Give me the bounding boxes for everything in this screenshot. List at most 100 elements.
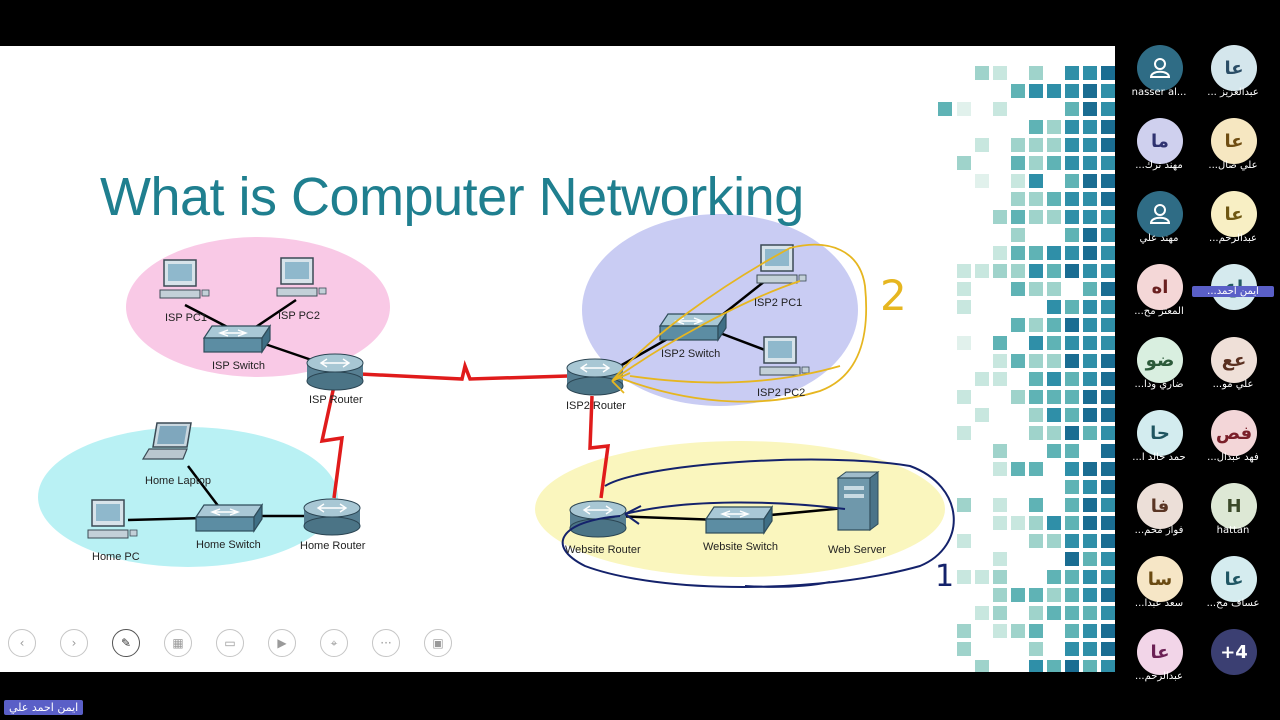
laser-pointer-button[interactable]: ⌖ [320,629,348,657]
previous-slide-button[interactable]: ‹ [8,629,36,657]
label-website-switch: Website Switch [703,541,778,553]
participant-tile[interactable]: عا...عبدالرحم [1122,627,1196,699]
lan-link [759,506,846,518]
isp-router-icon [306,353,364,391]
participant-name: مهند علي [1139,233,1179,244]
avatar: عا [1211,556,1257,602]
label-isp2-pc1: ISP2 PC1 [754,297,803,309]
participant-tile[interactable]: عا... عبدالعزيز [1196,43,1270,115]
isp-pc1-icon [159,259,210,299]
isp-pc2-icon [276,257,327,297]
participant-tile[interactable]: عا...عساف مح [1196,554,1270,626]
label-home-pc: Home PC [92,551,140,563]
label-isp2-router: ISP2 Router [566,400,626,412]
participant-tile[interactable]: nasser al... [1122,43,1196,115]
participant-name: ...فواز محم [1134,525,1184,536]
lan-link [187,465,223,512]
participant-tile[interactable]: اع...ايمن احمد [1192,262,1274,334]
label-website-router: Website Router [565,544,641,556]
isp2-router-icon [566,358,624,396]
label-isp-switch: ISP Switch [212,360,265,372]
grid-icon: ▦ [172,636,184,650]
home-router-icon [303,498,361,536]
all-slides-button[interactable]: ▦ [164,629,192,657]
next-slide-button[interactable]: › [60,629,88,657]
participant-name: ...علي مو [1212,379,1254,390]
label-isp-pc2: ISP PC2 [278,310,320,322]
participant-name: ... عبدالعزيز [1207,87,1259,98]
network-diagram: 21 [38,66,1115,672]
avatar: H [1211,483,1257,529]
subtitles-button[interactable]: ▭ [216,629,244,657]
participant-tile[interactable]: سا...سعد عبدا [1122,554,1196,626]
presenter-name-chip: ايمن احمد علي [4,700,84,715]
camera-button[interactable]: ▶ [268,629,296,657]
label-home-laptop: Home Laptop [145,475,212,487]
participant-tile[interactable]: فص...فهد عبدال [1196,408,1270,480]
participant-name: ...حمد خالد ا [1132,452,1186,463]
lan-link [127,516,206,522]
label-isp-router: ISP Router [309,394,363,406]
participant-name: nasser al... [1131,87,1187,98]
participant-tile[interactable]: فا...فواز محم [1122,481,1196,553]
website-switch-icon [704,505,774,535]
captions-icon: ▭ [224,636,236,650]
label-home-switch: Home Switch [196,539,261,551]
pointer-icon: ⌖ [330,635,338,650]
wan-link-isp-isp2 [359,360,569,381]
participant-name: hattan [1216,525,1250,536]
video-icon: ▶ [277,636,287,650]
display-settings-button[interactable]: ▣ [424,629,452,657]
avatar: عا [1137,629,1183,675]
participant-tile[interactable]: ما...مهند ترك [1122,116,1196,188]
participant-tile[interactable]: عا...علي صال [1196,116,1270,188]
home-zone [38,427,338,567]
isp2-zone [582,214,858,406]
person-avatar-icon [1137,191,1183,237]
pen-icon: ✎ [120,636,132,650]
avatar: فص [1211,410,1257,456]
handwritten-number-2: 2 [880,271,907,320]
participant-name: ...ايمن احمد [1192,286,1274,297]
navy-ink-annotation [561,458,955,588]
participant-tile[interactable]: مهند علي [1122,189,1196,261]
participant-name: ...عبدالرحم [1209,233,1257,244]
participant-name: ...عبدالرحم [1135,671,1183,682]
avatar: عع [1211,337,1257,383]
participant-tile[interactable]: عا...عبدالرحم [1196,189,1270,261]
slide-title: What is Computer Networking [100,167,804,227]
participant-tile[interactable]: +4 [1196,627,1270,699]
participant-tile[interactable]: اه...المعتز مح [1122,262,1196,334]
web-server-icon [836,471,880,531]
avatar: +4 [1211,629,1257,675]
avatar: حا [1137,410,1183,456]
wan-link-isp-home [319,385,345,499]
participant-name: ...مهند ترك [1135,160,1183,171]
home-pc-icon [87,499,138,539]
more-options-button[interactable]: ··· [372,629,400,657]
participant-name: ...علي صال [1208,160,1258,171]
participant-tile[interactable]: عع...علي مو [1196,335,1270,407]
participant-tile[interactable]: ضو...ضاري ودا [1122,335,1196,407]
home-laptop-icon [141,422,192,460]
chevron-left-icon: ‹ [19,636,25,650]
avatar: عا [1211,45,1257,91]
participant-name: ...فهد عبدال [1207,452,1259,463]
avatar: فا [1137,483,1183,529]
avatar: عا [1211,118,1257,164]
avatar: عا [1211,191,1257,237]
participant-name: ...ضاري ودا [1134,379,1184,390]
ellipsis-icon: ··· [380,636,392,650]
label-home-router: Home Router [300,540,366,552]
pen-tool-button[interactable]: ✎ [112,629,140,657]
label-isp2-switch: ISP2 Switch [661,348,721,360]
wan-link-isp2-website [588,395,611,499]
participant-name: ...سعد عبدا [1134,598,1184,609]
monitor-icon: ▣ [432,636,444,650]
avatar: ضو [1137,337,1183,383]
participant-tile[interactable]: حا...حمد خالد ا [1122,408,1196,480]
label-isp2-pc2: ISP2 PC2 [757,387,806,399]
